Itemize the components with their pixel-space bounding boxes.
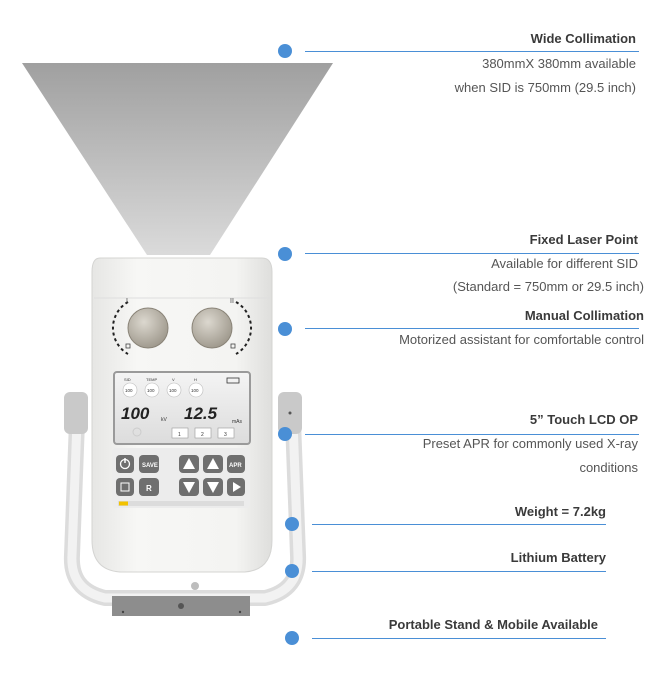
callout-dot-weight: [285, 517, 299, 531]
preset-3[interactable]: [217, 427, 235, 439]
callout-dot-wide-collimation: [278, 44, 292, 58]
power-icon: [119, 458, 131, 470]
apr-button[interactable]: [227, 455, 245, 473]
mas-up-icon: [207, 458, 219, 469]
screen-label-h: H: [194, 377, 197, 382]
screen-reading-h: 100: [191, 388, 199, 393]
callout-line-fixed-laser: [305, 253, 639, 254]
callout-line-touch-lcd: [305, 434, 639, 435]
save-button[interactable]: [139, 455, 159, 473]
feature-desc-touch-lcd-2: conditions: [579, 460, 638, 475]
feature-desc-fixed-laser-2: (Standard = 750mm or 29.5 inch): [452, 279, 644, 294]
preset-1-label: 1: [178, 432, 181, 438]
feature-title-manual-collimation: Manual Collimation: [524, 308, 644, 323]
feature-title-fixed-laser: Fixed Laser Point: [529, 232, 638, 247]
kv-down-icon: [183, 482, 195, 493]
feature-desc-touch-lcd-1: Preset APR for commonly used X-ray: [422, 436, 638, 451]
grid-icon: [120, 482, 130, 492]
left-knob[interactable]: [127, 307, 169, 349]
feature-title-lithium-battery: Lithium Battery: [510, 550, 606, 565]
feature-desc-wide-collimation-2: when SID is 750mm (29.5 inch): [454, 80, 636, 95]
feature-desc-wide-collimation-1: 380mmX 380mm available: [482, 56, 636, 71]
callout-line-portable-stand: [312, 638, 606, 639]
power-indicator-icon: [132, 427, 142, 437]
preset-2-label: 2: [201, 432, 204, 438]
callout-dot-fixed-laser: [278, 247, 292, 261]
battery-icon: [226, 377, 240, 384]
preset-1[interactable]: [171, 427, 189, 439]
screen-reading-sid: 100: [125, 388, 133, 393]
preset-2[interactable]: [194, 427, 212, 439]
screen-label-sid: SID: [124, 377, 131, 382]
save-button-label: SAVE: [142, 463, 158, 469]
mas-value: 12.5: [184, 404, 218, 423]
screen-label-temp: TEMP: [146, 377, 157, 382]
callout-dot-touch-lcd: [278, 427, 292, 441]
screen-reading-v: 100: [169, 388, 177, 393]
callout-line-weight: [312, 524, 606, 525]
screen-gauges: [122, 382, 204, 398]
callout-line-wide-collimation: [305, 51, 639, 52]
feature-desc-manual-collimation-1: Motorized assistant for comfortable cont…: [399, 332, 644, 347]
grid-button[interactable]: [116, 478, 134, 496]
feature-title-touch-lcd: 5” Touch LCD OP: [529, 412, 638, 427]
xray-beam: [22, 63, 333, 255]
screen-reading-temp: 100: [147, 388, 155, 393]
knob-mark-left: I: [126, 298, 128, 305]
mas-down-icon: [207, 482, 219, 493]
left-pivot: [64, 392, 88, 434]
callout-dot-manual-collimation: [278, 322, 292, 336]
screen-label-v: V: [172, 377, 175, 382]
callout-line-manual-collimation: [305, 328, 639, 329]
feature-desc-fixed-laser-1: Available for different SID: [491, 256, 638, 271]
callout-dot-lithium-battery: [285, 564, 299, 578]
expose-icon: [233, 482, 241, 492]
r-button-label: R: [146, 484, 152, 493]
knob-mark-right: II: [230, 298, 234, 305]
callout-line-lithium-battery: [312, 571, 606, 572]
apr-button-label: APR: [229, 463, 242, 469]
feature-title-weight: Weight = 7.2kg: [514, 504, 606, 519]
callout-dot-portable-stand: [285, 631, 299, 645]
right-knob[interactable]: [191, 307, 233, 349]
kv-up-icon: [183, 458, 195, 469]
feature-title-wide-collimation: Wide Collimation: [530, 31, 636, 46]
mas-unit: mAs: [232, 419, 243, 425]
warning-label: [118, 501, 244, 506]
feature-title-portable-stand: Portable Stand & Mobile Available: [388, 617, 598, 632]
kv-value: 100: [121, 404, 150, 423]
r-button[interactable]: [139, 478, 159, 496]
kv-unit: kV: [161, 417, 168, 423]
preset-3-label: 3: [224, 432, 227, 438]
power-button[interactable]: [116, 455, 134, 473]
